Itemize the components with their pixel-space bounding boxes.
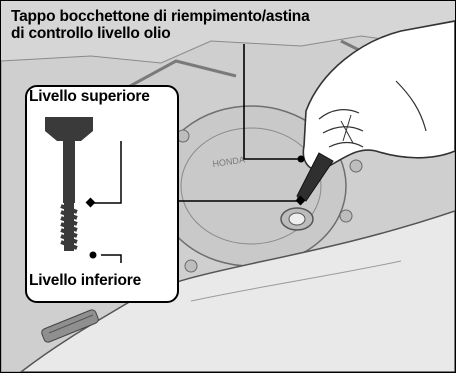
dipstick-cap (45, 117, 93, 131)
lower-level-marker (89, 251, 97, 259)
dipstick-gauge (60, 203, 78, 251)
upper-level-marker (85, 197, 96, 208)
dipstick-shaft (63, 141, 75, 203)
engine-brand-marking: HONDA (212, 155, 246, 169)
part-title: Tappo bocchettone di riempimento/astina … (11, 8, 371, 42)
title-line-1: Tappo bocchettone di riempimento/astina (11, 8, 310, 25)
title-line-2: di controllo livello olio (11, 25, 171, 42)
footpeg (41, 309, 99, 343)
leader-lines (173, 44, 301, 202)
upper-level-label: Livello superiore (29, 88, 150, 105)
lower-level-label: Livello inferiore (29, 272, 142, 289)
